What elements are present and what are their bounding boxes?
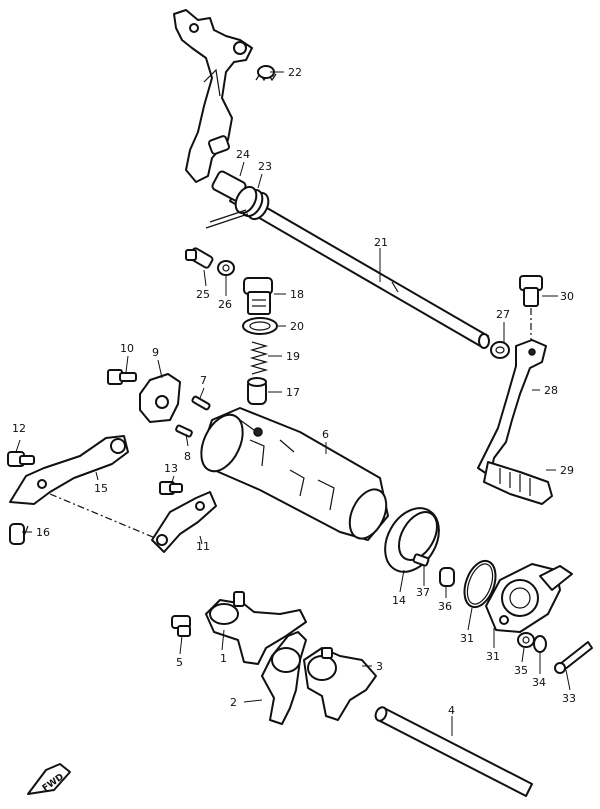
cam-plate-9	[139, 373, 181, 423]
switch-housing-31	[485, 563, 573, 633]
callout-1: 1	[220, 652, 227, 665]
callout-30: 30	[560, 290, 574, 303]
callout-37: 37	[416, 586, 430, 599]
callout-14: 14	[392, 594, 406, 607]
callout-19: 19	[286, 350, 300, 363]
bolt-13	[159, 481, 183, 495]
bearing-14	[384, 507, 440, 573]
spring-19	[249, 341, 269, 375]
washer-27	[490, 341, 510, 359]
callout-22: 22	[288, 66, 302, 79]
callout-7: 7	[200, 374, 207, 387]
callout-24: 24	[236, 148, 250, 161]
callout-28: 28	[544, 384, 558, 397]
cap-bolt-18	[243, 277, 273, 315]
callout-2: 2	[230, 696, 237, 709]
pin-37	[412, 553, 430, 567]
bolt-12	[7, 451, 35, 467]
shift-fork-2	[261, 631, 307, 725]
callout-32: 31	[460, 632, 474, 645]
callout-13: 13	[164, 462, 178, 475]
callout-3: 3	[376, 660, 383, 673]
washer-26	[217, 260, 235, 276]
callout-35: 35	[514, 664, 528, 677]
bolt-10	[107, 369, 137, 385]
gasket-20	[242, 317, 278, 335]
shift-arm-upper	[173, 9, 253, 183]
leader-lines	[15, 71, 571, 736]
callout-36: 36	[438, 600, 452, 613]
callout-8: 8	[184, 450, 191, 463]
callout-18: 18	[290, 288, 304, 301]
callout-17: 17	[286, 386, 300, 399]
spring-22	[255, 65, 277, 82]
callout-26: 26	[218, 298, 232, 311]
shift-fork-3	[303, 647, 377, 721]
callout-33: 33	[562, 692, 576, 705]
callout-21: 21	[374, 236, 388, 249]
callout-6: 6	[322, 428, 329, 441]
fork-shaft-4	[374, 706, 533, 797]
callout-11: 11	[196, 540, 210, 553]
callout-5: 5	[176, 656, 183, 669]
callout-12: 12	[12, 422, 26, 435]
pin-8	[175, 424, 193, 438]
screw-33	[554, 641, 593, 674]
shift-arm-15	[9, 435, 161, 541]
callout-labels: 22 24 23 21 25 26 18 20 19 17 30 27 28 2…	[12, 66, 576, 717]
callout-29: 29	[560, 464, 574, 477]
callout-4: 4	[448, 704, 455, 717]
plug-36	[439, 567, 455, 587]
shift-fork-1	[205, 591, 307, 665]
pin-7	[191, 395, 211, 411]
callout-23: 23	[258, 160, 272, 173]
callout-31: 31	[486, 650, 500, 663]
o-ring-32	[463, 559, 497, 609]
bolt-25	[185, 247, 214, 269]
spring-16	[9, 523, 29, 545]
shift-lever-rubber-29	[483, 461, 553, 505]
stopper-plate-11	[151, 491, 217, 553]
shift-lever-28	[477, 339, 547, 477]
bolt-30	[519, 275, 543, 340]
callout-15: 15	[94, 482, 108, 495]
fwd-arrow-icon: FWD	[27, 763, 71, 795]
callout-10: 10	[120, 342, 134, 355]
washer-35	[517, 632, 535, 648]
callout-16: 16	[36, 526, 50, 539]
callout-34: 34	[532, 676, 546, 689]
shaft-collar-and-spring	[205, 170, 270, 229]
callout-9: 9	[152, 346, 159, 359]
callout-27: 27	[496, 308, 510, 321]
shift-drum-6	[200, 407, 389, 541]
callout-25: 25	[196, 288, 210, 301]
pin-17	[247, 377, 267, 405]
washer-34	[533, 635, 547, 653]
bolt-5	[171, 615, 191, 637]
callout-20: 20	[290, 320, 304, 333]
